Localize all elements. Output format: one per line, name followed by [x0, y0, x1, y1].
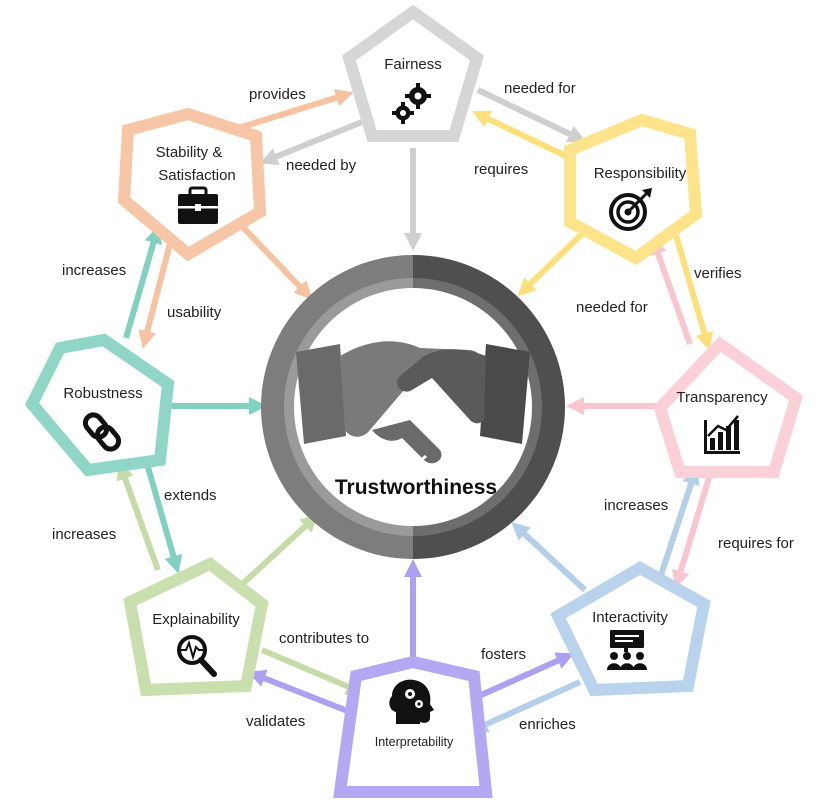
node-interactivity: Interactivity: [550, 561, 711, 697]
node-explainability: Explainability: [123, 557, 269, 697]
arrow-robustness-to-explainability: [143, 459, 183, 574]
chain-link-icon: [82, 412, 122, 452]
arrow-transparency-to-interactivity: [672, 467, 715, 589]
node-robustness: Robustness: [24, 333, 175, 477]
center-face: [294, 288, 532, 526]
edge-label-needed-by: needed by: [286, 157, 357, 174]
pentagon-stability: [117, 107, 267, 262]
bar-chart-icon: [704, 415, 740, 454]
pentagon-interpretability: [333, 655, 493, 798]
label-interpretability: Interpretability: [375, 735, 454, 749]
edge-label-enriches: enriches: [519, 716, 576, 733]
center-title: Trustworthiness: [335, 476, 497, 499]
arrow-interactivity-to-center: [511, 521, 588, 593]
edge-label-increases-lower-right: increases: [604, 497, 668, 514]
arrow-transparency-to-responsibility: [649, 236, 693, 345]
label-fairness: Fairness: [384, 56, 442, 73]
arrow-responsibility-to-fairness: [471, 110, 572, 161]
edge-label-provides: provides: [249, 86, 306, 103]
label-explainability: Explainability: [152, 611, 240, 628]
label-interactivity: Interactivity: [592, 609, 668, 626]
pentagon-transparency: [653, 336, 803, 478]
arrow-fairness-to-stability: [259, 119, 364, 165]
node-fairness: Fairness: [342, 4, 484, 142]
arrow-interactivity-to-interpretability: [469, 679, 582, 733]
handshake-icon: [296, 341, 530, 475]
arrow-explainability-to-robustness: [116, 461, 161, 572]
label-transparency: Transparency: [676, 389, 768, 406]
arrow-responsibility-to-center: [517, 225, 591, 297]
edge-label-validates: validates: [246, 713, 305, 730]
edge-label-verifies: verifies: [694, 265, 742, 282]
audience-screen-icon: [607, 630, 647, 670]
arrow-stability-to-fairness: [231, 89, 354, 133]
arrow-interpretability-to-explainability: [247, 669, 352, 715]
gears-icon: [392, 83, 431, 124]
node-transparency: Transparency: [653, 336, 803, 478]
pentagon-fairness: [342, 4, 484, 142]
magnifier-pulse-icon: [177, 635, 217, 677]
edge-labels: provides needed by needed for requires i…: [52, 80, 794, 733]
arrow-explainability-to-interpretability: [260, 647, 365, 695]
center-hub: Trustworthiness: [261, 255, 565, 559]
node-interpretability: Interpretability: [333, 655, 493, 798]
edge-label-needed-for-top: needed for: [504, 80, 576, 97]
edge-label-extends: extends: [164, 487, 217, 504]
label-robustness: Robustness: [63, 385, 142, 402]
edge-label-increases-lower-left: increases: [52, 526, 116, 543]
arrow-stability-to-center: [235, 219, 313, 300]
edge-label-requires-for: requires for: [718, 535, 794, 552]
edge-label-requires: requires: [474, 161, 528, 178]
arrow-robustness-to-stability: [123, 225, 163, 339]
arrow-explainability-to-center: [235, 513, 319, 591]
edge-label-needed-for-right: needed for: [576, 299, 648, 316]
arrow-interpretability-to-interactivity: [468, 652, 575, 703]
node-stability-satisfaction: Stability & Satisfaction: [117, 107, 267, 262]
head-gears-icon: [389, 679, 434, 724]
label-stability-line2: Satisfaction: [158, 167, 236, 184]
pentagon-interactivity: [550, 561, 711, 697]
pentagon-responsibility: [564, 113, 703, 266]
target-icon: [609, 188, 652, 231]
edge-label-usability: usability: [167, 304, 222, 321]
edge-label-contributes-to: contributes to: [279, 630, 369, 647]
arrow-interactivity-to-transparency: [657, 466, 700, 579]
arrow-stability-to-robustness: [138, 235, 175, 349]
edge-label-fosters: fosters: [481, 646, 526, 663]
edge-label-increases-left: increases: [62, 262, 126, 279]
arrows: [116, 87, 715, 733]
label-stability-line1: Stability &: [156, 144, 223, 161]
arrow-fairness-to-responsibility: [476, 87, 587, 143]
arrow-responsibility-to-transparency: [672, 231, 714, 351]
briefcase-icon: [178, 186, 218, 224]
node-responsibility: Responsibility: [564, 113, 703, 266]
pentagon-explainability: [123, 557, 269, 697]
pentagon-robustness: [24, 333, 175, 477]
label-responsibility: Responsibility: [594, 165, 687, 182]
